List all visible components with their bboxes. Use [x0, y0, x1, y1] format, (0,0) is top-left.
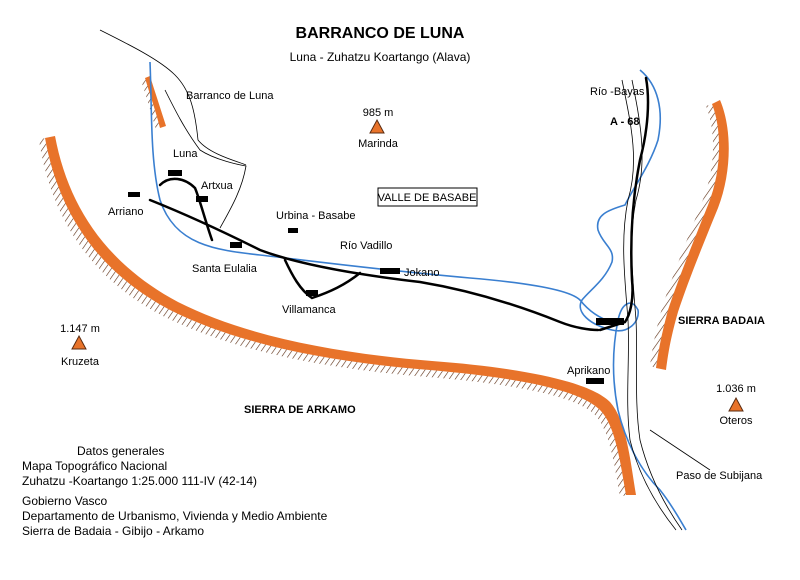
- info-line-3: Zuhatzu -Koartango 1:25.000 111-IV (42-1…: [22, 474, 257, 488]
- rivers: [149, 61, 687, 531]
- label-oteros-elevation: 1.036 m: [716, 383, 756, 395]
- river-bayas: [579, 69, 687, 531]
- label-jokano: Jokano: [404, 267, 439, 279]
- summit-kruzeta-icon: [71, 334, 87, 350]
- river-bayas-thin: [621, 79, 677, 531]
- label-kruzeta-elevation: 1.147 m: [60, 323, 100, 335]
- roads: [148, 76, 650, 332]
- label-villamanca: Villamanca: [282, 304, 336, 316]
- summit-markers: [71, 118, 744, 412]
- track-luna: [164, 89, 247, 229]
- label-sierra-badaia: SIERRA BADAIA: [678, 315, 765, 327]
- road-a68: [598, 76, 650, 332]
- label-luna: Luna: [173, 148, 198, 160]
- label-aprikano: Aprikano: [567, 365, 610, 377]
- villages: [128, 170, 624, 384]
- label-paso-subijana: Paso de Subijana: [676, 470, 763, 482]
- river-vadillo: [149, 61, 613, 323]
- boundary-subijana: [649, 429, 711, 471]
- ridge-sierra-badaia: [650, 100, 729, 370]
- info-line-4: Gobierno Vasco: [22, 494, 107, 508]
- map-subtitle: Luna - Zuhatzu Koartango (Alava): [290, 50, 471, 64]
- village-jokano: [380, 268, 400, 274]
- village-urbina: [288, 228, 298, 233]
- label-a68: A - 68: [610, 116, 640, 128]
- village-artxua: [196, 196, 208, 202]
- valley-box: [377, 187, 478, 207]
- label-marinda: Marinda: [358, 138, 399, 150]
- summit-oteros-icon: [728, 396, 744, 412]
- road-a68-thin: [631, 79, 683, 531]
- info-line-2: Mapa Topográfico Nacional: [22, 459, 167, 473]
- label-rio-vadillo: Río Vadillo: [340, 240, 392, 252]
- track-barranco: [99, 29, 247, 166]
- road-main: [148, 198, 600, 332]
- ridge-barranco: [141, 76, 166, 130]
- info-line-1: Datos generales: [77, 444, 164, 458]
- summit-marinda-icon: [369, 118, 385, 134]
- label-rio-bayas: Río -Bayas: [590, 86, 645, 98]
- village-santa-eulalia: [230, 242, 242, 248]
- village-zuhatzu: [596, 318, 624, 325]
- village-luna: [168, 170, 182, 176]
- road-luna: [158, 177, 214, 242]
- info-line-5: Departamento de Urbanismo, Vivienda y Me…: [22, 509, 328, 523]
- label-santa-eulalia: Santa Eulalia: [192, 263, 258, 275]
- label-arriano: Arriano: [108, 206, 143, 218]
- paths-thin: [99, 29, 711, 531]
- label-sierra-arkamo: SIERRA DE ARKAMO: [244, 404, 356, 416]
- label-marinda-elevation: 985 m: [363, 107, 394, 119]
- label-valley: VALLE DE BASABE: [378, 192, 477, 204]
- label-oteros: Oteros: [719, 415, 753, 427]
- label-urbina: Urbina - Basabe: [276, 210, 356, 222]
- label-kruzeta: Kruzeta: [61, 356, 100, 368]
- map-title: BARRANCO DE LUNA: [296, 25, 465, 42]
- label-barranco-luna: Barranco de Luna: [186, 90, 274, 102]
- label-artxua: Artxua: [201, 180, 234, 192]
- road-villamanca: [283, 258, 362, 300]
- village-arriano: [128, 192, 140, 197]
- info-line-6: Sierra de Badaia - Gibijo - Arkamo: [22, 524, 204, 538]
- village-aprikano: [586, 378, 604, 384]
- village-villamanca: [306, 290, 318, 296]
